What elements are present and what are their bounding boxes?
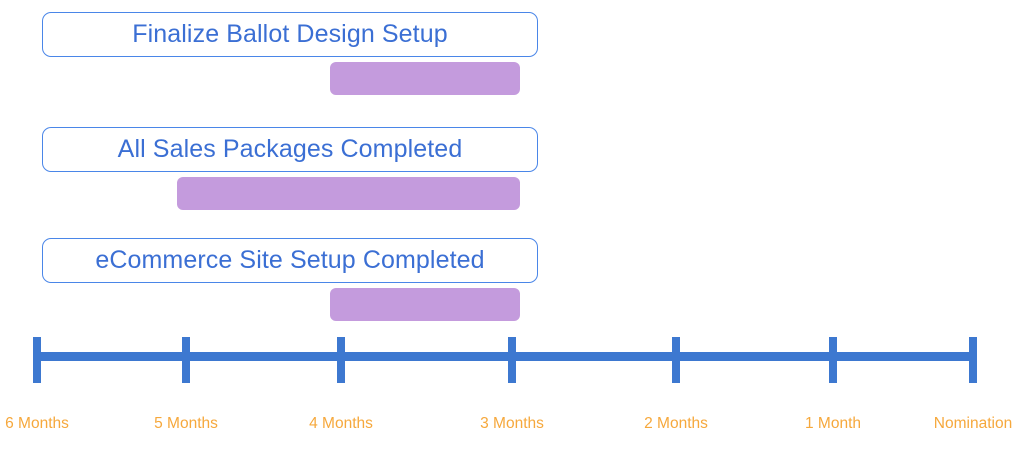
- axis-tick-label-line1: 1 Month: [804, 415, 861, 432]
- axis-tick-label-line1: 5 Months: [154, 415, 218, 432]
- axis-tick-label-line1: Nomination: [933, 415, 1013, 432]
- milestone-label-text: Finalize Ballot Design Setup: [132, 20, 448, 48]
- milestone-label-all-sales-packages-completed[interactable]: All Sales Packages Completed: [42, 127, 538, 172]
- axis-tick-nomination-phase-starts: [969, 337, 977, 383]
- axis-tick-1-month-before: [829, 337, 837, 383]
- axis-tick-label-3-months-before: 3 Months Before: [452, 394, 572, 455]
- axis-baseline: [33, 352, 977, 361]
- axis-tick-label-1-month-before: 1 Month Before: [773, 394, 893, 455]
- axis-tick-label-nomination-phase-starts: Nomination Phase Starts: [913, 394, 1024, 455]
- milestone-label-finalize-ballot-design-setup[interactable]: Finalize Ballot Design Setup: [42, 12, 538, 57]
- milestone-label-ecommerce-site-setup-completed[interactable]: eCommerce Site Setup Completed: [42, 238, 538, 283]
- axis-tick-label-2-months-before: 2 Months Before: [616, 394, 736, 455]
- axis-tick-2-months-before: [672, 337, 680, 383]
- axis-tick-label-6-months-before: 6 Months Before: [0, 394, 97, 455]
- axis-tick-5-months-before: [182, 337, 190, 383]
- duration-bar-ecommerce-site-setup-completed[interactable]: [330, 288, 520, 321]
- axis-tick-6-months-before: [33, 337, 41, 383]
- duration-bar-finalize-ballot-design-setup[interactable]: [330, 62, 520, 95]
- axis-tick-4-months-before: [337, 337, 345, 383]
- axis-tick-label-line1: 2 Months: [644, 415, 708, 432]
- axis-tick-label-line1: 6 Months: [5, 415, 69, 432]
- axis-tick-label-line1: 4 Months: [309, 415, 373, 432]
- axis-tick-3-months-before: [508, 337, 516, 383]
- milestone-label-text: eCommerce Site Setup Completed: [95, 246, 485, 274]
- milestone-label-text: All Sales Packages Completed: [117, 135, 463, 163]
- axis-tick-label-line1: 3 Months: [480, 415, 544, 432]
- axis-tick-label-5-months-before: 5 Months Before: [126, 394, 246, 455]
- duration-bar-all-sales-packages-completed[interactable]: [177, 177, 520, 210]
- axis-tick-label-4-months-before: 4 Months Before: [281, 394, 401, 455]
